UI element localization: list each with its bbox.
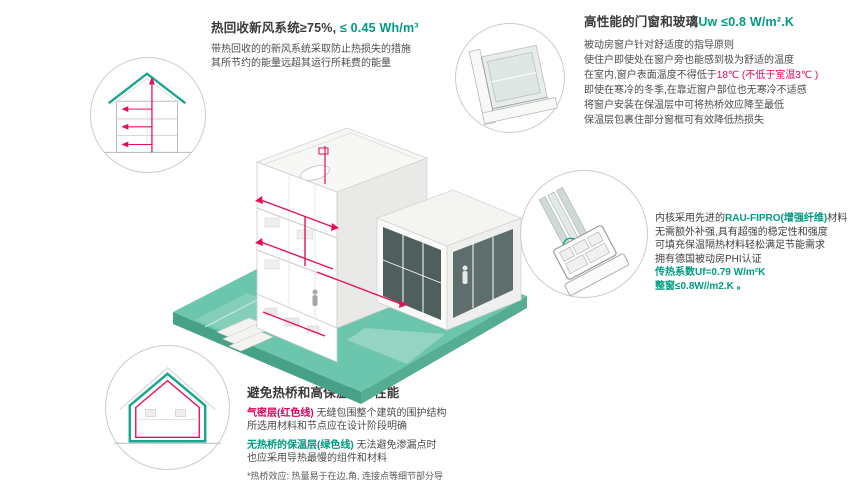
profile-uf-value: 传热系数Uf=0.79 W/m²K <box>655 267 766 278</box>
thermal-section: 避免热桥和高保温密封性能 气密层(红色线) 无缝包围整个建筑的围护结构 所选用材… <box>247 387 559 483</box>
thermal-insulation-label: 无热桥的保温层(绿色线) <box>247 440 354 451</box>
window-corner-detail-icon <box>468 44 559 125</box>
windows-title: 高性能的门窗和玻璃Uw ≤0.8 W/m².K <box>584 11 860 30</box>
profile-line1-pre: 内核采用先进的 <box>655 213 725 224</box>
windows-title-value: Uw ≤0.8 W/m².K <box>698 15 795 29</box>
ventilation-title: 热回收新风系统≥75%, ≤ 0.45 Wh/m³ <box>211 17 479 36</box>
profile-line2: 无需额外补强,具有超强的稳定性和强度 <box>655 226 828 238</box>
ventilation-body-line2: 其所节约的能量远超其运行所耗费的能量 <box>211 58 391 69</box>
person-silhouette <box>462 265 468 284</box>
profile-line4: 拥有德国被动房PHI认证 <box>655 253 762 265</box>
thermal-line3: 无热桥的保温层(绿色线) 无法避免渗漏点时 <box>247 439 559 452</box>
thermal-line2: 所选用材料和节点应在设计阶段明确 <box>247 421 407 432</box>
windows-body-line2: 使住户即使处在窗户旁也能感到极为舒适的温度 <box>584 55 794 66</box>
windows-body-line3: 在室内,窗户表面温度不得低于18℃ (不低于室温3℃ ) <box>584 68 860 83</box>
heat-recovery-ventilation-section-icon <box>104 72 192 153</box>
thermal-bridge-house-section-icon <box>113 367 222 444</box>
stairs-shape <box>216 317 274 352</box>
windows-section: 高性能的门窗和玻璃Uw ≤0.8 W/m².K 被动房窗户针对舒适度的指导原则 … <box>584 11 860 128</box>
thermal-line3-rest: 无法避免渗漏点时 <box>353 440 437 451</box>
windows-line3-text: 在室内,窗户表面温度不得低于 <box>584 70 717 81</box>
ventilation-section: 热回收新风系统≥75%, ≤ 0.45 Wh/m³ 带热回收的的新风系统采取防止… <box>211 17 479 71</box>
profile-section: 内核采用先进的RAU-FIPRO(增强纤维)材料 无需额外补强,具有超强的稳定性… <box>655 212 863 293</box>
windows-body-line4: 即使在寒冷的冬季,在靠近窗户部位也无寒冷不适感 <box>584 85 807 96</box>
profile-line1-post: 材料 <box>827 213 848 224</box>
windows-body-line6: 保温层包裹住部分窗框可有效降低热损失 <box>584 115 764 126</box>
thermal-line4: 也应采用导热最慢的组件和材料 <box>247 453 387 464</box>
ventilation-title-black: 热回收新风系统≥75%, <box>211 21 340 35</box>
thermal-bridge-callout <box>105 345 230 470</box>
ventilation-title-value: ≤ 0.45 Wh/m³ <box>339 21 419 35</box>
windows-title-black: 高性能的门窗和玻璃 <box>584 15 699 29</box>
windows-line3-highlight: 18℃ (不低于室温3℃ ) <box>716 70 819 81</box>
ventilation-body-line1: 带热回收的的新风系统采取防止热损失的措施 <box>211 44 411 55</box>
window-profile-cross-section-icon <box>538 187 630 296</box>
thermal-line1-rest: 无缝包围整个建筑的围护结构 <box>313 408 447 419</box>
windows-body-line5: 将窗户安装在保温层中可将热桥效应降至最低 <box>584 100 784 111</box>
profile-uw-value: 整窗≤0.8W//m2.K 。 <box>655 280 747 292</box>
ventilation-body: 带热回收的的新风系统采取防止热损失的措施 其所节约的能量远超其运行所耗费的能量 <box>211 43 479 71</box>
house-cutaway-svg <box>173 127 527 404</box>
ventilation-callout <box>90 57 206 173</box>
thermal-airtight-label: 气密层(红色线) <box>247 408 314 419</box>
window-profile-callout <box>520 170 648 298</box>
window-corner-callout <box>455 23 565 133</box>
windows-body-line1: 被动房窗户针对舒适度的指导原则 <box>584 40 734 51</box>
house-cutaway-illustration <box>165 80 543 414</box>
ventilation-duct-lines <box>260 199 402 337</box>
thermal-line1: 气密层(红色线) 无缝包围整个建筑的围护结构 <box>247 407 559 420</box>
person-silhouette <box>312 289 318 306</box>
profile-line1-material: RAU-FIPRO(增强纤维) <box>725 213 828 224</box>
thermal-footnote: *热桥效应: 热量易于在边,角, 连接点等细节部分导 <box>247 471 444 481</box>
profile-line1: 内核采用先进的RAU-FIPRO(增强纤维)材料 <box>655 212 863 226</box>
profile-line3: 可填充保温隔热材料轻松满足节能需求 <box>655 240 825 251</box>
windows-body: 被动房窗户针对舒适度的指导原则 使住户即使处在窗户旁也能感到极为舒适的温度 在室… <box>584 38 860 128</box>
